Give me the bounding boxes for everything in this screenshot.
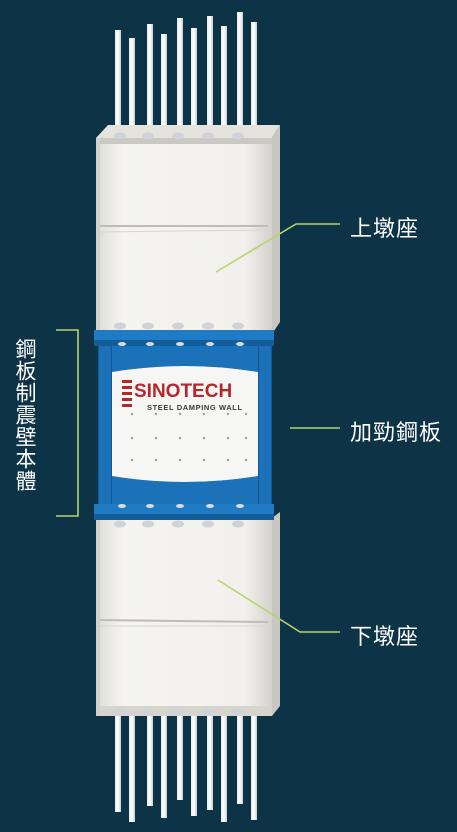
anchor-bolt-head xyxy=(142,520,154,528)
bottom-rebar xyxy=(221,708,227,822)
leader-lines xyxy=(56,223,340,633)
top-rebar xyxy=(191,28,197,132)
anchor-bolt-head xyxy=(232,520,244,528)
anchor-bolt-head xyxy=(142,322,154,330)
anchor-bolt-head xyxy=(142,132,154,140)
leader-upper-pier xyxy=(215,223,340,273)
label-lower-pier: 下墩座 xyxy=(350,625,420,650)
bottom-anchor-rebars xyxy=(115,708,257,822)
bottom-rebar xyxy=(161,708,167,818)
stiffened-steel-plate-body xyxy=(94,330,274,520)
leader-lower-pier xyxy=(217,579,340,633)
anchor-bolt-head xyxy=(232,322,244,330)
label-wall-body: 鋼板制震壁本體 xyxy=(13,338,37,492)
label-stiffened-plate: 加勁鋼板 xyxy=(350,421,443,446)
upper-pier-block xyxy=(96,125,280,334)
bottom-rebar xyxy=(177,708,183,800)
bottom-rebar xyxy=(237,708,243,804)
top-rebar xyxy=(237,12,243,132)
anchor-bolt-head xyxy=(202,322,214,330)
top-rebar xyxy=(129,38,135,132)
logo-brand: SINOTECH xyxy=(134,381,232,402)
sinotech-logo: SINOTECH STEEL DAMPING WALL xyxy=(122,380,243,412)
bottom-rebar xyxy=(147,708,153,806)
anchor-bolt-head xyxy=(114,520,126,528)
bottom-rebar xyxy=(207,708,213,810)
bottom-rebar xyxy=(251,708,257,820)
top-rebar xyxy=(251,22,257,132)
anchor-bolt-head xyxy=(114,322,126,330)
anchor-bolt-head xyxy=(232,132,244,140)
anchor-bolt-head xyxy=(114,132,126,140)
label-upper-pier: 上墩座 xyxy=(350,217,420,242)
logo-tagline: STEEL DAMPING WALL xyxy=(147,403,243,412)
bottom-rebar xyxy=(191,708,197,816)
top-rebar xyxy=(221,26,227,132)
top-rebar xyxy=(147,24,153,132)
anchor-bolt-head xyxy=(232,708,244,716)
anchor-bolt-head xyxy=(172,708,184,716)
bracket-wall-body xyxy=(56,329,79,517)
anchor-bolt-head xyxy=(202,520,214,528)
top-rebar xyxy=(115,30,121,132)
top-rebar xyxy=(207,16,213,132)
anchor-bolt-head xyxy=(172,132,184,140)
anchor-bolt-head xyxy=(202,708,214,716)
bottom-rebar xyxy=(115,708,121,812)
anchor-bolt-head xyxy=(202,132,214,140)
top-rebar xyxy=(161,34,167,132)
bottom-rebar xyxy=(129,708,135,822)
anchor-bolt-head xyxy=(114,708,126,716)
top-anchor-rebars xyxy=(115,12,257,132)
top-rebar xyxy=(177,18,183,132)
lower-pier-block xyxy=(96,512,280,716)
anchor-bolt-head xyxy=(172,520,184,528)
anchor-bolt-head xyxy=(142,708,154,716)
anchor-bolt-head xyxy=(172,322,184,330)
